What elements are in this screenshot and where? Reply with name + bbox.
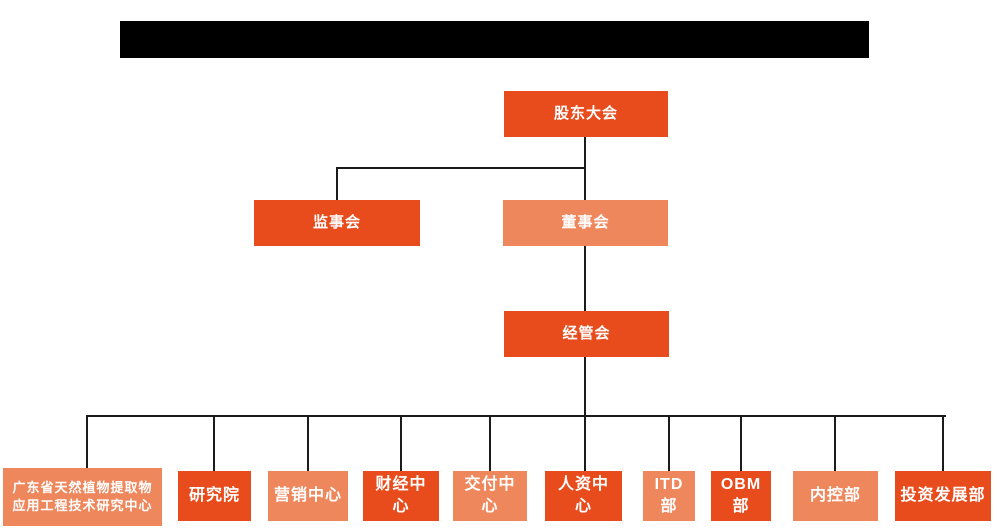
org-node-guangdong-plant-extract-center: 广东省天然植物提取物应用工程技术研究中心 xyxy=(3,468,162,526)
redacted-title-bar xyxy=(120,21,869,58)
org-node-shareholders-meeting: 股东大会 xyxy=(504,91,668,137)
org-node-investment-development-department: 投资发展部 xyxy=(895,471,991,521)
connector-line xyxy=(584,246,586,312)
connector-line xyxy=(86,415,88,471)
org-node-supervisory-board: 监事会 xyxy=(254,200,420,246)
org-node-research-institute: 研究院 xyxy=(178,471,251,521)
org-node-management-committee: 经管会 xyxy=(504,311,669,357)
connector-line xyxy=(86,415,946,417)
connector-line xyxy=(584,137,586,201)
org-node-itd-department: ITD部 xyxy=(643,471,695,521)
connector-line xyxy=(668,415,670,471)
org-node-internal-control-department: 内控部 xyxy=(793,471,878,521)
connector-line xyxy=(336,167,586,169)
org-node-marketing-center: 营销中心 xyxy=(268,471,348,521)
org-node-obm-department: OBM部 xyxy=(711,471,771,521)
connector-line xyxy=(489,415,491,471)
connector-line xyxy=(213,415,215,471)
connector-line xyxy=(740,415,742,471)
connector-line xyxy=(336,167,338,201)
connector-line xyxy=(942,415,944,471)
connector-line xyxy=(834,415,836,471)
connector-line xyxy=(584,415,586,471)
connector-line xyxy=(584,357,586,416)
org-node-delivery-center: 交付中心 xyxy=(453,471,527,521)
org-node-board-of-directors: 董事会 xyxy=(503,200,668,246)
org-node-finance-center: 财经中心 xyxy=(363,471,439,521)
connector-line xyxy=(400,415,402,471)
org-node-hr-center: 人资中心 xyxy=(545,471,622,521)
connector-line xyxy=(307,415,309,471)
